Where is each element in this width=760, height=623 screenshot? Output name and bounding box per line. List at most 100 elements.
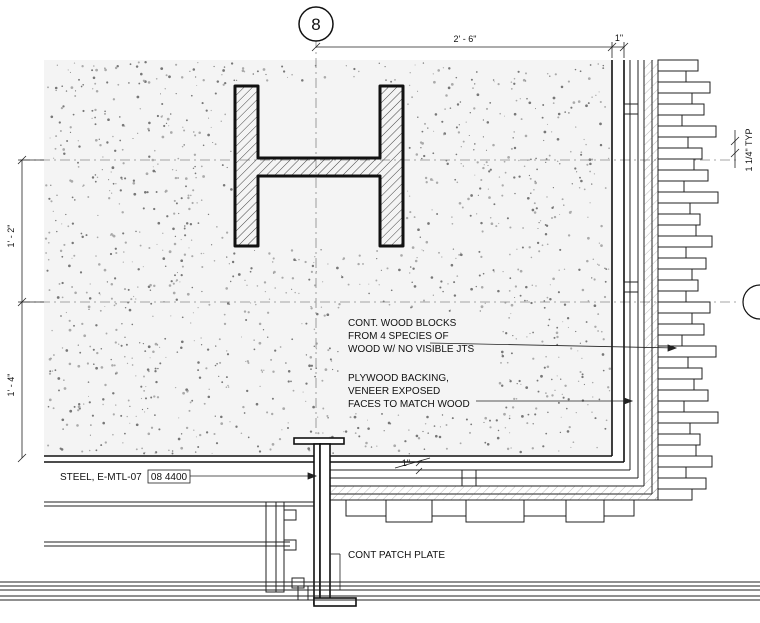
speckle-dot bbox=[186, 292, 190, 296]
speckle-dot bbox=[104, 110, 106, 113]
speckle-dot bbox=[107, 118, 110, 122]
speckle-dot bbox=[301, 323, 303, 325]
speckle-dot bbox=[552, 102, 555, 104]
speckle-dot bbox=[208, 117, 210, 119]
speckle-dot bbox=[147, 285, 151, 289]
speckle-dot bbox=[546, 243, 549, 246]
speckle-dot bbox=[607, 268, 610, 270]
speckle-dot bbox=[509, 415, 511, 417]
speckle-dot bbox=[191, 255, 194, 258]
speckle-dot bbox=[501, 354, 505, 358]
speckle-dot bbox=[439, 426, 441, 428]
speckle-dot bbox=[148, 121, 151, 125]
speckle-dot bbox=[461, 206, 464, 209]
speckle-dot bbox=[269, 448, 272, 451]
speckle-dot bbox=[516, 382, 518, 385]
speckle-dot bbox=[600, 224, 603, 228]
speckle-dot bbox=[182, 391, 185, 395]
speckle-dot bbox=[601, 353, 605, 356]
speckle-dot bbox=[480, 178, 483, 182]
speckle-dot bbox=[48, 289, 51, 292]
speckle-dot bbox=[161, 135, 165, 139]
speckle-dot bbox=[394, 79, 396, 81]
speckle-dot bbox=[159, 346, 161, 348]
dimension-top-width: 2' - 6" bbox=[454, 34, 477, 44]
speckle-dot bbox=[291, 288, 293, 290]
speckle-dot bbox=[111, 192, 113, 194]
speckle-dot bbox=[228, 263, 230, 265]
speckle-dot bbox=[200, 199, 203, 201]
speckle-dot bbox=[202, 175, 205, 178]
speckle-dot bbox=[585, 143, 587, 146]
speckle-dot bbox=[368, 283, 370, 285]
speckle-dot bbox=[290, 249, 294, 252]
speckle-dot bbox=[142, 266, 144, 268]
speckle-dot bbox=[170, 280, 173, 283]
wood-block bbox=[657, 81, 711, 94]
wood-block bbox=[657, 389, 709, 402]
speckle-dot bbox=[162, 257, 166, 260]
speckle-dot bbox=[546, 72, 549, 75]
speckle-dot bbox=[106, 81, 109, 84]
speckle-dot bbox=[194, 172, 197, 175]
speckle-dot bbox=[72, 113, 75, 116]
speckle-dot bbox=[45, 184, 48, 187]
speckle-dot bbox=[556, 343, 559, 346]
speckle-dot bbox=[605, 268, 608, 271]
speckle-dot bbox=[256, 285, 259, 287]
speckle-dot bbox=[493, 81, 495, 83]
wood-block bbox=[657, 422, 691, 435]
speckle-dot bbox=[309, 356, 313, 359]
speckle-dot bbox=[477, 194, 479, 196]
speckle-dot bbox=[455, 126, 458, 129]
speckle-dot bbox=[121, 148, 124, 151]
speckle-dot bbox=[153, 207, 156, 211]
speckle-dot bbox=[291, 73, 293, 76]
speckle-dot bbox=[161, 102, 164, 106]
speckle-dot bbox=[604, 105, 607, 108]
speckle-dot bbox=[492, 79, 495, 81]
speckle-dot bbox=[498, 222, 500, 225]
speckle-dot bbox=[570, 347, 573, 350]
speckle-dot bbox=[489, 168, 492, 171]
speckle-dot bbox=[260, 369, 263, 372]
grid-bubble-8: 8 bbox=[298, 6, 334, 42]
speckle-dot bbox=[602, 67, 605, 70]
speckle-dot bbox=[599, 143, 603, 147]
speckle-dot bbox=[602, 338, 605, 341]
speckle-dot bbox=[594, 417, 597, 420]
speckle-dot bbox=[545, 161, 547, 164]
speckle-dot bbox=[587, 404, 589, 406]
speckle-dot bbox=[82, 184, 85, 187]
speckle-dot bbox=[451, 417, 454, 420]
speckle-dot bbox=[169, 113, 172, 115]
speckle-dot bbox=[202, 79, 205, 82]
speckle-dot bbox=[178, 417, 180, 419]
speckle-dot bbox=[493, 203, 496, 206]
speckle-dot bbox=[422, 249, 425, 252]
speckle-dot bbox=[330, 360, 333, 362]
speckle-dot bbox=[510, 352, 513, 355]
speckle-dot bbox=[538, 250, 541, 253]
speckle-dot bbox=[512, 335, 514, 337]
note-plywood-line1: PLYWOOD BACKING, bbox=[348, 373, 449, 384]
speckle-dot bbox=[57, 377, 61, 380]
speckle-dot bbox=[460, 162, 462, 165]
speckle-dot bbox=[408, 429, 410, 431]
speckle-dot bbox=[507, 156, 510, 159]
speckle-dot bbox=[357, 262, 360, 266]
speckle-dot bbox=[230, 188, 233, 191]
speckle-dot bbox=[111, 233, 113, 235]
speckle-dot bbox=[62, 428, 64, 430]
speckle-dot bbox=[122, 162, 125, 165]
speckle-dot bbox=[65, 349, 69, 352]
speckle-dot bbox=[476, 161, 479, 164]
speckle-dot bbox=[115, 328, 118, 332]
speckle-dot bbox=[476, 93, 480, 97]
speckle-dot bbox=[193, 429, 195, 431]
speckle-dot bbox=[76, 424, 79, 427]
speckle-dot bbox=[560, 85, 564, 89]
speckle-dot bbox=[68, 319, 71, 322]
wood-block bbox=[657, 158, 695, 171]
speckle-dot bbox=[526, 300, 528, 302]
